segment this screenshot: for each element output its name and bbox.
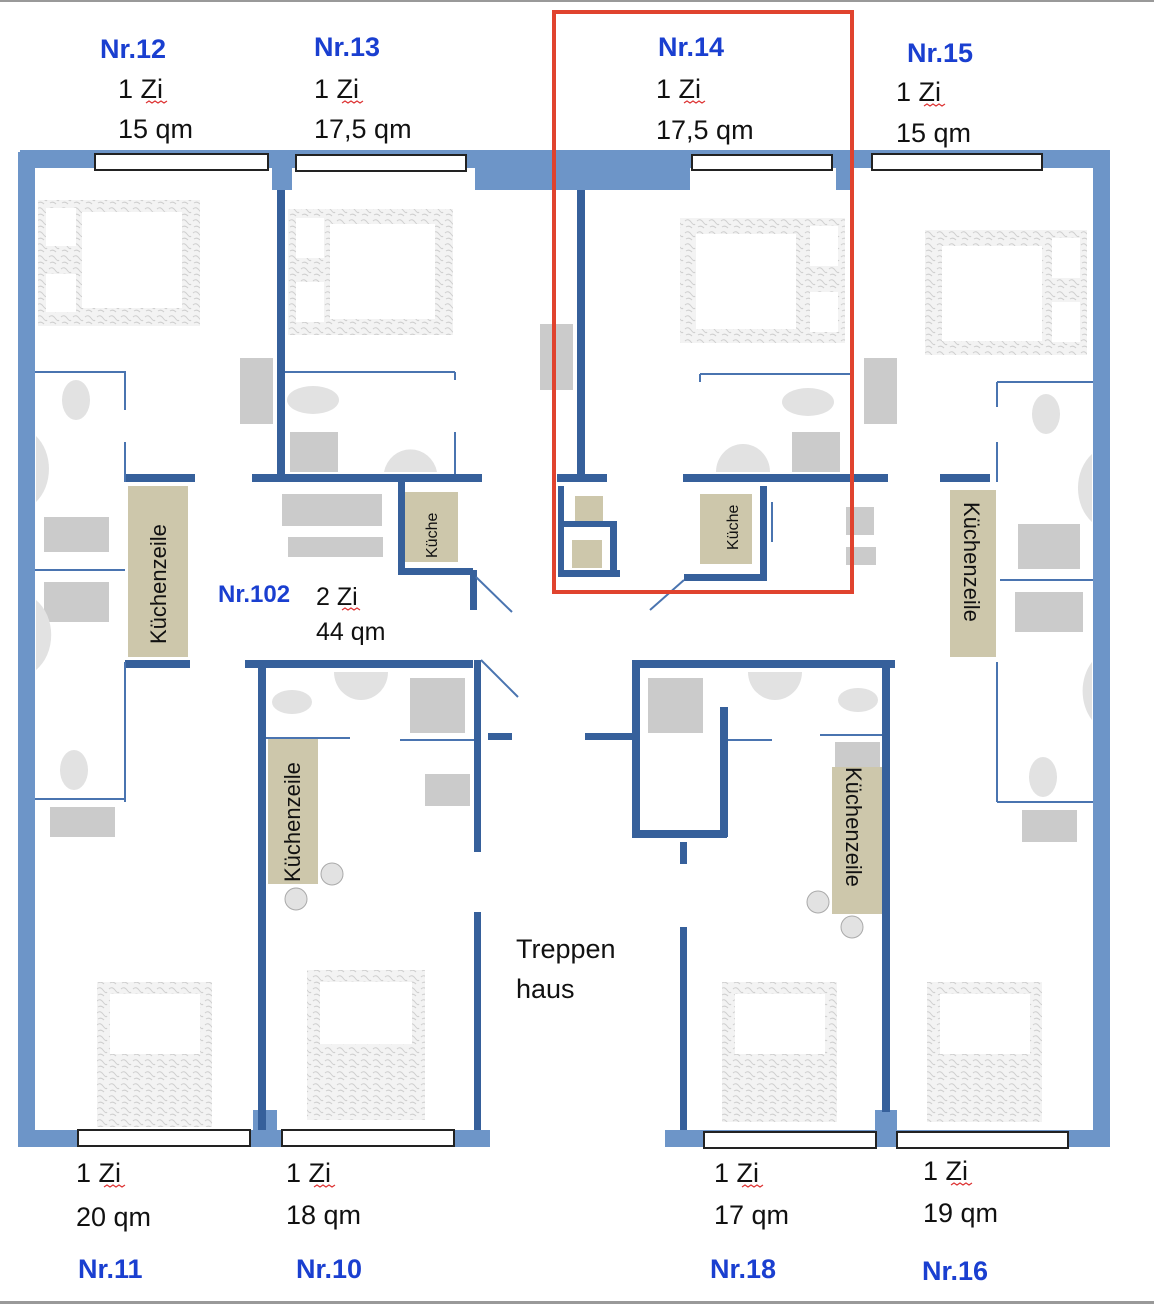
spellcheck-underlines bbox=[103, 100, 973, 1188]
apartment-rooms: 2 Zi bbox=[316, 583, 358, 611]
apartment-nr18[interactable]: 1 Zi 17 qm Nr.18 bbox=[710, 1158, 789, 1284]
apartment-area: 15 qm bbox=[118, 114, 193, 144]
kitchenette-label: Küchenzeile bbox=[280, 762, 305, 882]
kitchenette-label: Küchenzeile bbox=[146, 524, 171, 644]
apartment-area: 17,5 qm bbox=[656, 115, 754, 145]
apartment-rooms: 1 Zi bbox=[118, 74, 163, 104]
apartment-area: 18 qm bbox=[286, 1200, 361, 1230]
apartment-rooms: 1 Zi bbox=[896, 77, 941, 107]
inner-walls bbox=[35, 190, 1093, 1130]
apartment-nr14[interactable]: Nr.14 1 Zi 17,5 qm bbox=[656, 32, 754, 145]
apartment-number: Nr.14 bbox=[658, 32, 724, 62]
stairwell-label-line2: haus bbox=[516, 974, 575, 1004]
apartment-area: 19 qm bbox=[923, 1198, 998, 1228]
kitchen-blocks bbox=[128, 486, 996, 914]
apartment-number: Nr.12 bbox=[100, 34, 166, 64]
apartment-nr15[interactable]: Nr.15 1 Zi 15 qm bbox=[896, 38, 973, 148]
apartment-nr102[interactable]: Nr.102 2 Zi 44 qm bbox=[218, 581, 385, 646]
apartment-rooms: 1 Zi bbox=[286, 1158, 331, 1188]
apartment-number: Nr.11 bbox=[78, 1254, 143, 1284]
apartment-number: Nr.102 bbox=[218, 581, 290, 608]
kitchenette-label: Küchenzeile bbox=[841, 767, 866, 887]
windows bbox=[77, 153, 1069, 1149]
apartment-area: 17 qm bbox=[714, 1200, 789, 1230]
beds bbox=[38, 200, 1087, 1127]
apartment-area: 20 qm bbox=[76, 1202, 151, 1232]
apartment-area: 17,5 qm bbox=[314, 114, 412, 144]
kitchenette-label: Küchenzeile bbox=[959, 502, 984, 622]
apartment-nr10[interactable]: 1 Zi 18 qm Nr.10 bbox=[286, 1158, 362, 1284]
highlight-box-nr14 bbox=[552, 10, 854, 594]
apartment-nr13[interactable]: Nr.13 1 Zi 17,5 qm bbox=[314, 32, 412, 144]
apartment-area: 15 qm bbox=[896, 118, 971, 148]
apartment-number: Nr.18 bbox=[710, 1254, 776, 1284]
apartment-rooms: 1 Zi bbox=[314, 74, 359, 104]
furniture bbox=[36, 324, 1092, 939]
apartment-rooms: 1 Zi bbox=[714, 1158, 759, 1188]
apartment-rooms: 1 Zi bbox=[656, 74, 701, 104]
apartment-rooms: 1 Zi bbox=[923, 1156, 968, 1186]
apartment-nr16[interactable]: 1 Zi 19 qm Nr.16 bbox=[922, 1156, 998, 1286]
apartment-rooms: 1 Zi bbox=[76, 1158, 121, 1188]
apartment-number: Nr.15 bbox=[907, 38, 973, 68]
kitchen-label: Küche bbox=[725, 505, 742, 550]
apartment-number: Nr.16 bbox=[922, 1256, 988, 1286]
apartment-number: Nr.13 bbox=[314, 32, 380, 62]
apartment-number: Nr.10 bbox=[296, 1254, 362, 1284]
stairwell-label-line1: Treppen bbox=[516, 934, 616, 964]
apartment-nr12[interactable]: Nr.12 1 Zi 15 qm bbox=[100, 34, 193, 144]
kitchen-label: Küche bbox=[424, 513, 441, 558]
apartment-nr11[interactable]: 1 Zi 20 qm Nr.11 bbox=[76, 1158, 151, 1284]
apartment-area: 44 qm bbox=[316, 618, 385, 646]
